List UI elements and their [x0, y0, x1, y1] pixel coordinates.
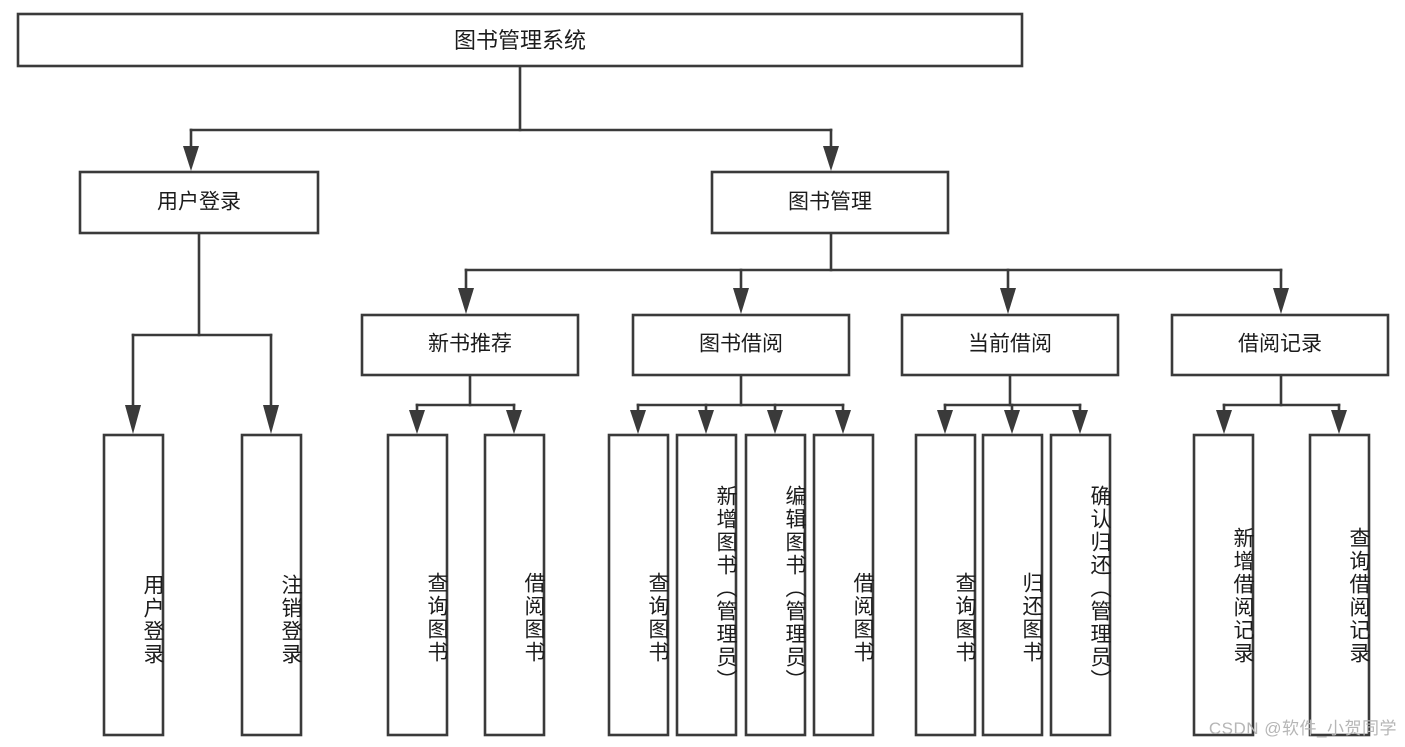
node-book-management[interactable]: 图书管理	[710, 170, 950, 235]
leaf-query-book-1-box[interactable]	[386, 433, 449, 737]
leaf-query-book-3-box[interactable]	[914, 433, 977, 737]
node-book-management-box[interactable]	[710, 170, 950, 235]
leaf-confirm-return-box[interactable]	[1049, 433, 1112, 737]
arrow-head-leaf-return-book	[1004, 410, 1020, 434]
arrow-head-leaf-query-book-1	[409, 410, 425, 434]
leaf-return-book-box[interactable]	[981, 433, 1044, 737]
node-borrow-record[interactable]: 借阅记录	[1170, 313, 1390, 377]
node-book-management-label: 图书管理	[788, 191, 872, 214]
leaf-add-record-box[interactable]	[1192, 433, 1255, 737]
node-current-borrow[interactable]: 当前借阅	[900, 313, 1120, 377]
arrow-head-leaf-query-book-2	[630, 410, 646, 434]
leaf-box-group	[102, 433, 1371, 737]
arrow-head-leaf-confirm-return	[1072, 410, 1088, 434]
node-root-box[interactable]	[16, 12, 1024, 68]
node-user-login-box[interactable]	[78, 170, 320, 235]
arrow-head-leaf-add-book	[698, 410, 714, 434]
arrow-head-book-management	[823, 146, 839, 171]
arrow-head-current-borrow	[1000, 288, 1016, 314]
arrow-head-leaf-user-login	[125, 405, 141, 434]
node-borrow-record-box[interactable]	[1170, 313, 1390, 377]
node-root-label: 图书管理系统	[454, 28, 586, 53]
arrow-head-leaf-borrow-book-2	[835, 410, 851, 434]
node-root[interactable]: 图书管理系统	[16, 12, 1024, 68]
node-new-book-recommend-box[interactable]	[360, 313, 580, 377]
node-user-login-label: 用户登录	[157, 191, 241, 214]
arrow-head-leaf-borrow-book-1	[506, 410, 522, 434]
node-current-borrow-label: 当前借阅	[968, 333, 1052, 356]
leaf-borrow-book-2-box[interactable]	[812, 433, 875, 737]
leaf-user-login-box[interactable]	[102, 433, 165, 737]
arrow-head-book-borrow	[733, 288, 749, 314]
node-new-book-recommend[interactable]: 新书推荐	[360, 313, 580, 377]
leaf-edit-book-box[interactable]	[744, 433, 807, 737]
arrow-head-leaf-logout-login	[263, 405, 279, 434]
node-book-borrow-box[interactable]	[631, 313, 851, 377]
node-user-login[interactable]: 用户登录	[78, 170, 320, 235]
node-book-borrow-label: 图书借阅	[699, 333, 783, 356]
leaf-logout-login-box[interactable]	[240, 433, 303, 737]
arrow-head-leaf-query-book-3	[937, 410, 953, 434]
node-book-borrow[interactable]: 图书借阅	[631, 313, 851, 377]
connector-group	[125, 64, 1347, 434]
leaf-query-record-box[interactable]	[1308, 433, 1371, 737]
node-new-book-recommend-label: 新书推荐	[428, 333, 512, 356]
arrow-head-leaf-query-record	[1331, 410, 1347, 434]
arrow-head-new-book	[458, 288, 474, 314]
csdn-watermark: CSDN @软件_小贺同学	[1208, 719, 1397, 738]
leaf-borrow-book-1-box[interactable]	[483, 433, 546, 737]
node-borrow-record-label: 借阅记录	[1238, 333, 1322, 356]
arrow-head-borrow-record	[1273, 288, 1289, 314]
arrow-head-leaf-edit-book	[767, 410, 783, 434]
leaf-query-book-2-box[interactable]	[607, 433, 670, 737]
leaf-add-book-box[interactable]	[675, 433, 738, 737]
node-current-borrow-box[interactable]	[900, 313, 1120, 377]
arrow-head-leaf-add-record	[1216, 410, 1232, 434]
arrow-head-user-login	[183, 146, 199, 171]
